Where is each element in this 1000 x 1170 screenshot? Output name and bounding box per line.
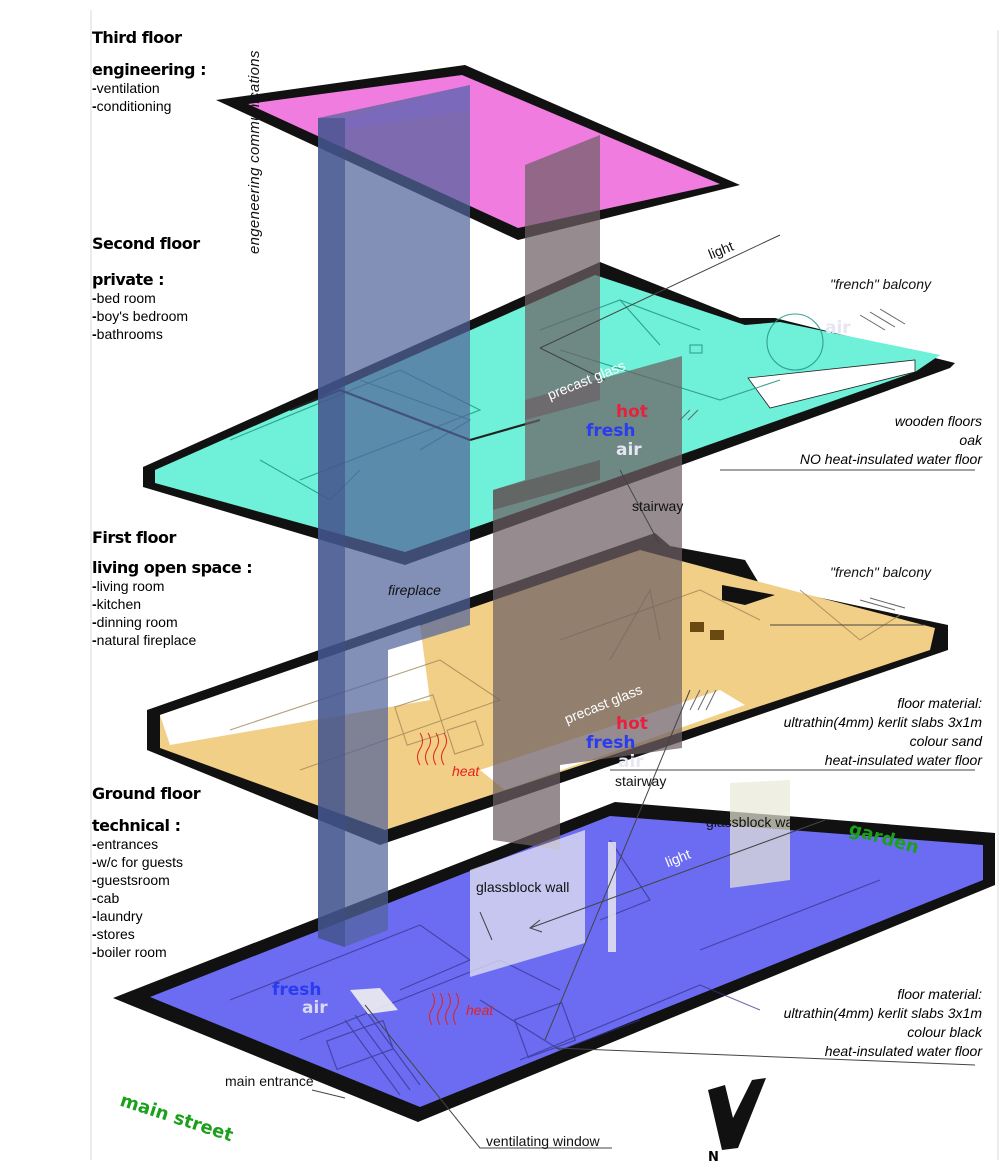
stairway-label-lower: stairway	[615, 773, 667, 789]
ground-floor-title: Ground floor	[92, 784, 201, 803]
list-item: conditioning	[92, 97, 172, 115]
list-item: natural fireplace	[92, 631, 197, 649]
note-line: colour black	[907, 1024, 982, 1040]
list-item: dinning room	[92, 613, 196, 631]
ground-floor-material-note: floor material: ultrathin(4mm) kerlit sl…	[784, 985, 982, 1061]
glassblock-walls	[350, 780, 790, 1014]
fresh-label-lower: fresh	[586, 733, 636, 753]
ground-floor-slab	[150, 816, 983, 1107]
list-item: boiler room	[92, 943, 183, 961]
second-floor-list: bed room boy's bedroom bathrooms	[92, 289, 188, 343]
note-line: wooden floors	[894, 413, 982, 429]
second-floor-material-note: wooden floors oak NO heat-insulated wate…	[800, 412, 982, 469]
second-floor-title: Second floor	[92, 234, 200, 253]
third-floor-list: ventilation conditioning	[92, 79, 172, 115]
stairway-label-upper: stairway	[632, 498, 684, 514]
note-line: heat-insulated water floor	[824, 752, 982, 768]
first-floor-subtitle: living open space :	[92, 558, 253, 577]
french-balcony-label-lower: "french" balcony	[830, 564, 931, 580]
note-line: ultrathin(4mm) kerlit slabs 3x1m	[783, 1005, 982, 1021]
note-line: ultrathin(4mm) kerlit slabs 3x1m	[783, 714, 982, 730]
first-floor-title: First floor	[92, 528, 176, 547]
french-balcony-label-upper: "french" balcony	[830, 276, 931, 292]
hot-label-lower: hot	[616, 714, 648, 734]
glassblock-wall-label-right: glassblock wall	[706, 814, 800, 830]
main-entrance-label: main entrance	[225, 1073, 314, 1089]
ground-floor-list: entrances w/c for guests guestsroom cab …	[92, 835, 183, 961]
note-line: floor material:	[897, 695, 982, 711]
air-label-lower: air	[618, 752, 644, 772]
list-item: laundry	[92, 907, 183, 925]
list-item: cab	[92, 889, 183, 907]
third-floor-subtitle: engineering :	[92, 60, 206, 79]
third-floor-plan	[216, 65, 740, 240]
air-label-balcony: air	[825, 318, 851, 338]
list-item: guestsroom	[92, 871, 183, 889]
list-item: stores	[92, 925, 183, 943]
list-item: bed room	[92, 289, 188, 307]
leader-lines	[311, 234, 976, 1149]
list-item: ventilation	[92, 79, 171, 97]
heat-waves	[417, 732, 459, 1026]
list-item: boy's bedroom	[92, 307, 188, 325]
north-arrow-icon	[708, 1078, 766, 1150]
glassblock-wall-label-left: glassblock wall	[476, 879, 570, 895]
ventilating-window-label: ventilating window	[486, 1133, 600, 1149]
hot-label-upper: hot	[616, 402, 648, 422]
second-floor-subtitle: private :	[92, 270, 165, 289]
engineering-shaft	[318, 85, 470, 947]
list-item: bathrooms	[92, 325, 188, 343]
air-label-upper: air	[616, 440, 642, 460]
air-label-ground: air	[302, 998, 328, 1018]
list-item: w/c for guests	[92, 853, 183, 871]
ground-floor-subtitle: technical :	[92, 816, 181, 835]
note-line: floor material:	[897, 986, 982, 1002]
first-floor-list: living room kitchen dinning room natural…	[92, 577, 197, 649]
note-line: oak	[959, 432, 982, 448]
note-line: NO heat-insulated water floor	[799, 451, 982, 467]
note-line: colour sand	[909, 733, 982, 749]
first-floor-material-note: floor material: ultrathin(4mm) kerlit sl…	[784, 694, 982, 770]
list-item: kitchen	[92, 595, 196, 613]
engineering-communications-label: engeneering communications	[246, 50, 263, 254]
heat-label-first-floor: heat	[452, 763, 480, 779]
fresh-label-ground: fresh	[272, 980, 322, 1000]
list-item: living room	[92, 577, 196, 595]
north-label: N	[708, 1150, 719, 1165]
air-flow-arrows	[679, 308, 906, 711]
heat-label-ground-floor: heat	[466, 1002, 494, 1018]
fireplace-label: fireplace	[388, 582, 441, 598]
precast-glass-panels	[493, 135, 682, 850]
note-line: heat-insulated water floor	[824, 1043, 982, 1059]
fresh-label-upper: fresh	[586, 421, 636, 441]
third-floor-title: Third floor	[92, 28, 182, 47]
list-item: entrances	[92, 835, 183, 853]
